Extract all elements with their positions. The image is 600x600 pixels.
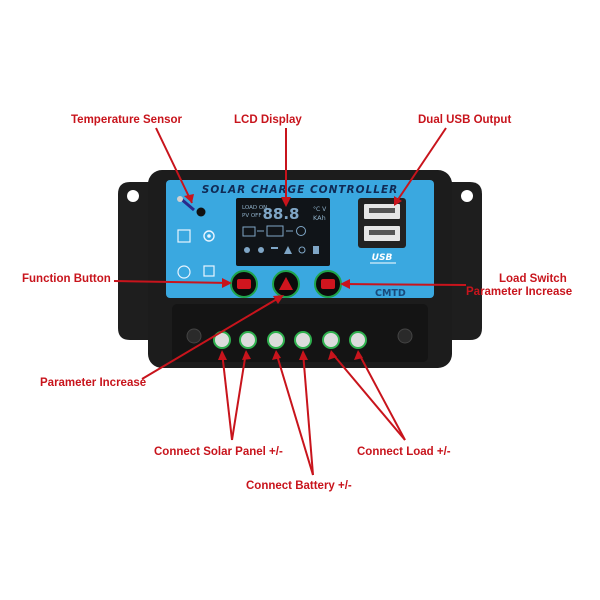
parameter-increase-left-label: Parameter Increase <box>40 377 147 389</box>
panel-title: SOLAR CHARGE CONTROLLER <box>202 184 398 196</box>
lcd-status-icons <box>244 246 319 254</box>
arrowhead-battery-2 <box>299 350 308 360</box>
arrow-load-2 <box>357 351 406 441</box>
arrow-load-1 <box>330 351 406 441</box>
thermometer-icon <box>177 196 195 212</box>
lcd-timer-icon <box>298 246 306 254</box>
gear-icon <box>203 230 215 242</box>
lock-icon <box>203 265 215 277</box>
right-screw-hole <box>397 328 413 344</box>
mcu-chip-icon <box>177 229 191 243</box>
terminal-load-negative <box>349 331 367 349</box>
load-switch-label: Load Switch Parameter Increase <box>466 273 572 299</box>
temperature-sensor <box>196 207 206 217</box>
lcd-bulb-icon <box>296 226 306 236</box>
load-switch-icon <box>321 279 335 289</box>
usb-label: USB <box>372 253 393 263</box>
arrowhead-solar-2 <box>242 350 251 360</box>
lcd-unit-c-v: °C V <box>313 206 327 213</box>
left-screw-hole <box>186 328 202 344</box>
arrow-load <box>341 283 467 286</box>
arrowhead-temp <box>184 194 194 203</box>
arrow-solar-1 <box>221 351 233 441</box>
function-button-label: Function Button <box>22 273 111 285</box>
lcd-wrench-icon <box>271 247 278 249</box>
lcd-pv-off: PV OFF <box>242 213 261 219</box>
arrowhead-function <box>222 278 232 288</box>
arrow-function <box>113 280 231 284</box>
connect-solar-label: Connect Solar Panel +/- <box>154 446 283 458</box>
clock-icon <box>177 265 191 279</box>
lcd-warning-icon <box>284 246 292 254</box>
callout-arrows <box>113 127 467 476</box>
lcd-plug-icon <box>313 246 319 254</box>
brand-label: CMTD <box>375 288 406 299</box>
dual-usb-output-label: Dual USB Output <box>418 114 512 126</box>
terminal-load-positive <box>322 331 340 349</box>
left-mount-hole <box>127 190 139 202</box>
lcd-solar-panel-icon <box>242 226 256 237</box>
connect-battery-label: Connect Battery +/- <box>246 480 352 492</box>
lcd-sun-icon <box>244 247 250 253</box>
arrow-heads <box>184 194 402 360</box>
terminal-battery-negative <box>294 331 312 349</box>
arrowhead-solar-1 <box>218 350 227 360</box>
terminal-battery-positive <box>267 331 285 349</box>
lcd-flow-icons <box>242 225 306 237</box>
right-mounting-bracket <box>450 182 482 340</box>
terminal-screws <box>213 331 367 349</box>
usb-port-2-tongue <box>369 230 395 235</box>
arrowhead-usb <box>394 196 402 206</box>
usb-port-1-tongue <box>369 208 395 213</box>
arrow-param <box>141 295 283 380</box>
terminal-solar-negative <box>239 331 257 349</box>
arrow-temp <box>155 127 193 204</box>
arrow-battery-1 <box>275 351 314 476</box>
arrowhead-lcd <box>281 197 291 207</box>
load-switch-label-line1: Load Switch <box>499 273 567 285</box>
arrowhead-load-1 <box>328 350 337 360</box>
lcd-unit-kah: KAh <box>313 214 326 222</box>
arrow-battery-2 <box>302 351 314 476</box>
left-mounting-bracket <box>118 182 150 340</box>
arrowhead-load-2 <box>354 350 363 360</box>
temperature-sensor-label: Temperature Sensor <box>71 114 182 126</box>
arrowhead-param <box>273 295 284 304</box>
up-triangle-icon <box>279 277 293 290</box>
arrow-usb <box>394 127 447 205</box>
lcd-digits: 88.8 <box>262 205 299 223</box>
arrow-solar-2 <box>231 351 247 441</box>
right-mount-hole <box>461 190 473 202</box>
arrowhead-load <box>340 279 350 289</box>
lcd-moon-icon <box>258 247 264 253</box>
lcd-display-label: LCD Display <box>234 114 302 126</box>
parameter-increase-right-label: Parameter Increase <box>466 286 573 298</box>
function-button-icon <box>237 279 251 289</box>
lcd-battery-icon <box>266 225 284 237</box>
arrowhead-battery-1 <box>272 350 281 360</box>
lcd-load-on: LOAD ON <box>242 205 267 211</box>
connect-load-label: Connect Load +/- <box>357 446 451 458</box>
